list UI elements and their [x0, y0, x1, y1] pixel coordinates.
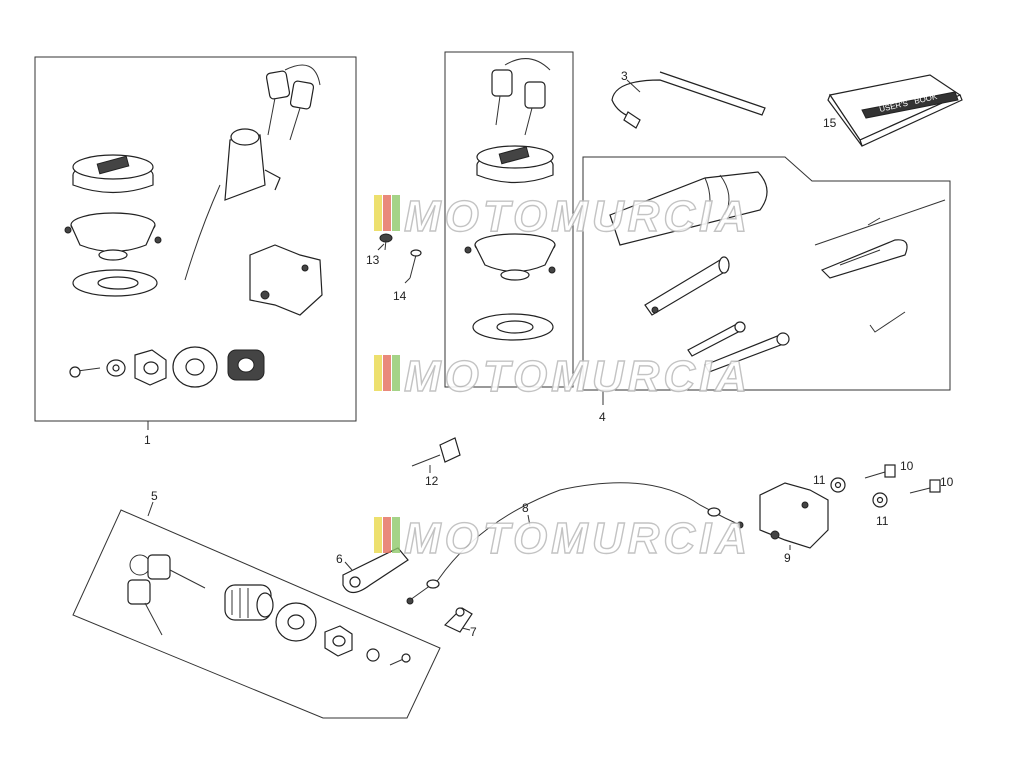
seat-lock-keys — [127, 554, 206, 636]
key-12: 12 — [411, 437, 461, 488]
lever-6: 6 — [336, 547, 409, 594]
fuel-cap-kit-gasket — [472, 313, 554, 341]
bolt-10-lower: 10 — [909, 475, 954, 494]
seat-lock-nut — [324, 625, 353, 657]
watermark-text-bottom: MOTOMURCIA — [404, 514, 751, 563]
callout-10-upper: 10 — [900, 459, 914, 473]
callout-7: 7 — [470, 625, 477, 639]
strap: 3 — [611, 69, 766, 129]
socket-wrench — [644, 256, 730, 316]
open-end-wrench-small — [687, 321, 746, 357]
callout-12: 12 — [425, 474, 439, 488]
callout-9: 9 — [784, 551, 791, 565]
filler-ring — [64, 212, 162, 261]
users-manual: USER'S BOOK 15 — [823, 74, 963, 147]
screw-13: 13 — [366, 233, 393, 267]
callout-3: 3 — [621, 69, 628, 83]
watermark-text-top: MOTOMURCIA — [404, 192, 751, 241]
callout-8: 8 — [522, 501, 529, 515]
bolt-10-upper: 10 — [864, 459, 914, 479]
fuel-cap-kit-keys — [491, 58, 551, 136]
screw-washer-nut-row — [69, 346, 265, 388]
callout-14: 14 — [393, 289, 407, 303]
seat-lock-cylinder — [224, 584, 274, 621]
group-5-box: 5 — [72, 489, 441, 719]
screwdriver-handle — [820, 239, 908, 279]
clip-7: 7 — [443, 607, 477, 639]
seat-latch-9: 9 — [759, 482, 829, 565]
washer-11-lower: 11 — [872, 492, 889, 528]
seat-release-cable: 8 — [406, 482, 744, 605]
callout-11-upper: 11 — [813, 473, 826, 487]
gasket — [72, 269, 158, 297]
callout-10-lower: 10 — [940, 475, 954, 489]
washer-11-upper: 11 — [813, 473, 846, 493]
fuel-cap — [72, 154, 154, 194]
allen-key — [869, 311, 906, 333]
seat-lock-screw — [389, 653, 411, 666]
screw-14: 14 — [393, 249, 422, 303]
callout-11-lower: 11 — [876, 514, 889, 528]
tool-kit-box: 4 — [582, 156, 951, 424]
watermark-top: MOTOMURCIA — [374, 191, 751, 242]
seat-lock-washer — [275, 602, 317, 642]
tool-pouch — [609, 171, 768, 246]
fuel-cap-kit-ring — [464, 233, 556, 281]
callout-6: 6 — [336, 552, 343, 566]
callout-13: 13 — [366, 253, 380, 267]
fuel-cap-kit-cap — [476, 145, 554, 184]
callout-15: 15 — [823, 116, 837, 130]
ignition-lock — [184, 128, 281, 281]
group-2-box — [444, 51, 574, 388]
seat-lock-small-washer — [366, 648, 380, 662]
watermark-text-middle: MOTOMURCIA — [404, 352, 751, 401]
callout-4: 4 — [599, 410, 606, 424]
watermark-bottom: MOTOMURCIA — [374, 513, 751, 564]
ignition-keys — [265, 64, 321, 141]
lock-bracket — [249, 244, 323, 316]
open-end-wrench-large — [704, 332, 790, 373]
group-1-box: 1 — [34, 56, 357, 447]
watermark-middle: MOTOMURCIA — [374, 351, 751, 402]
callout-1: 1 — [144, 433, 151, 447]
callout-5: 5 — [151, 489, 158, 503]
screwdriver-blade — [814, 199, 946, 246]
